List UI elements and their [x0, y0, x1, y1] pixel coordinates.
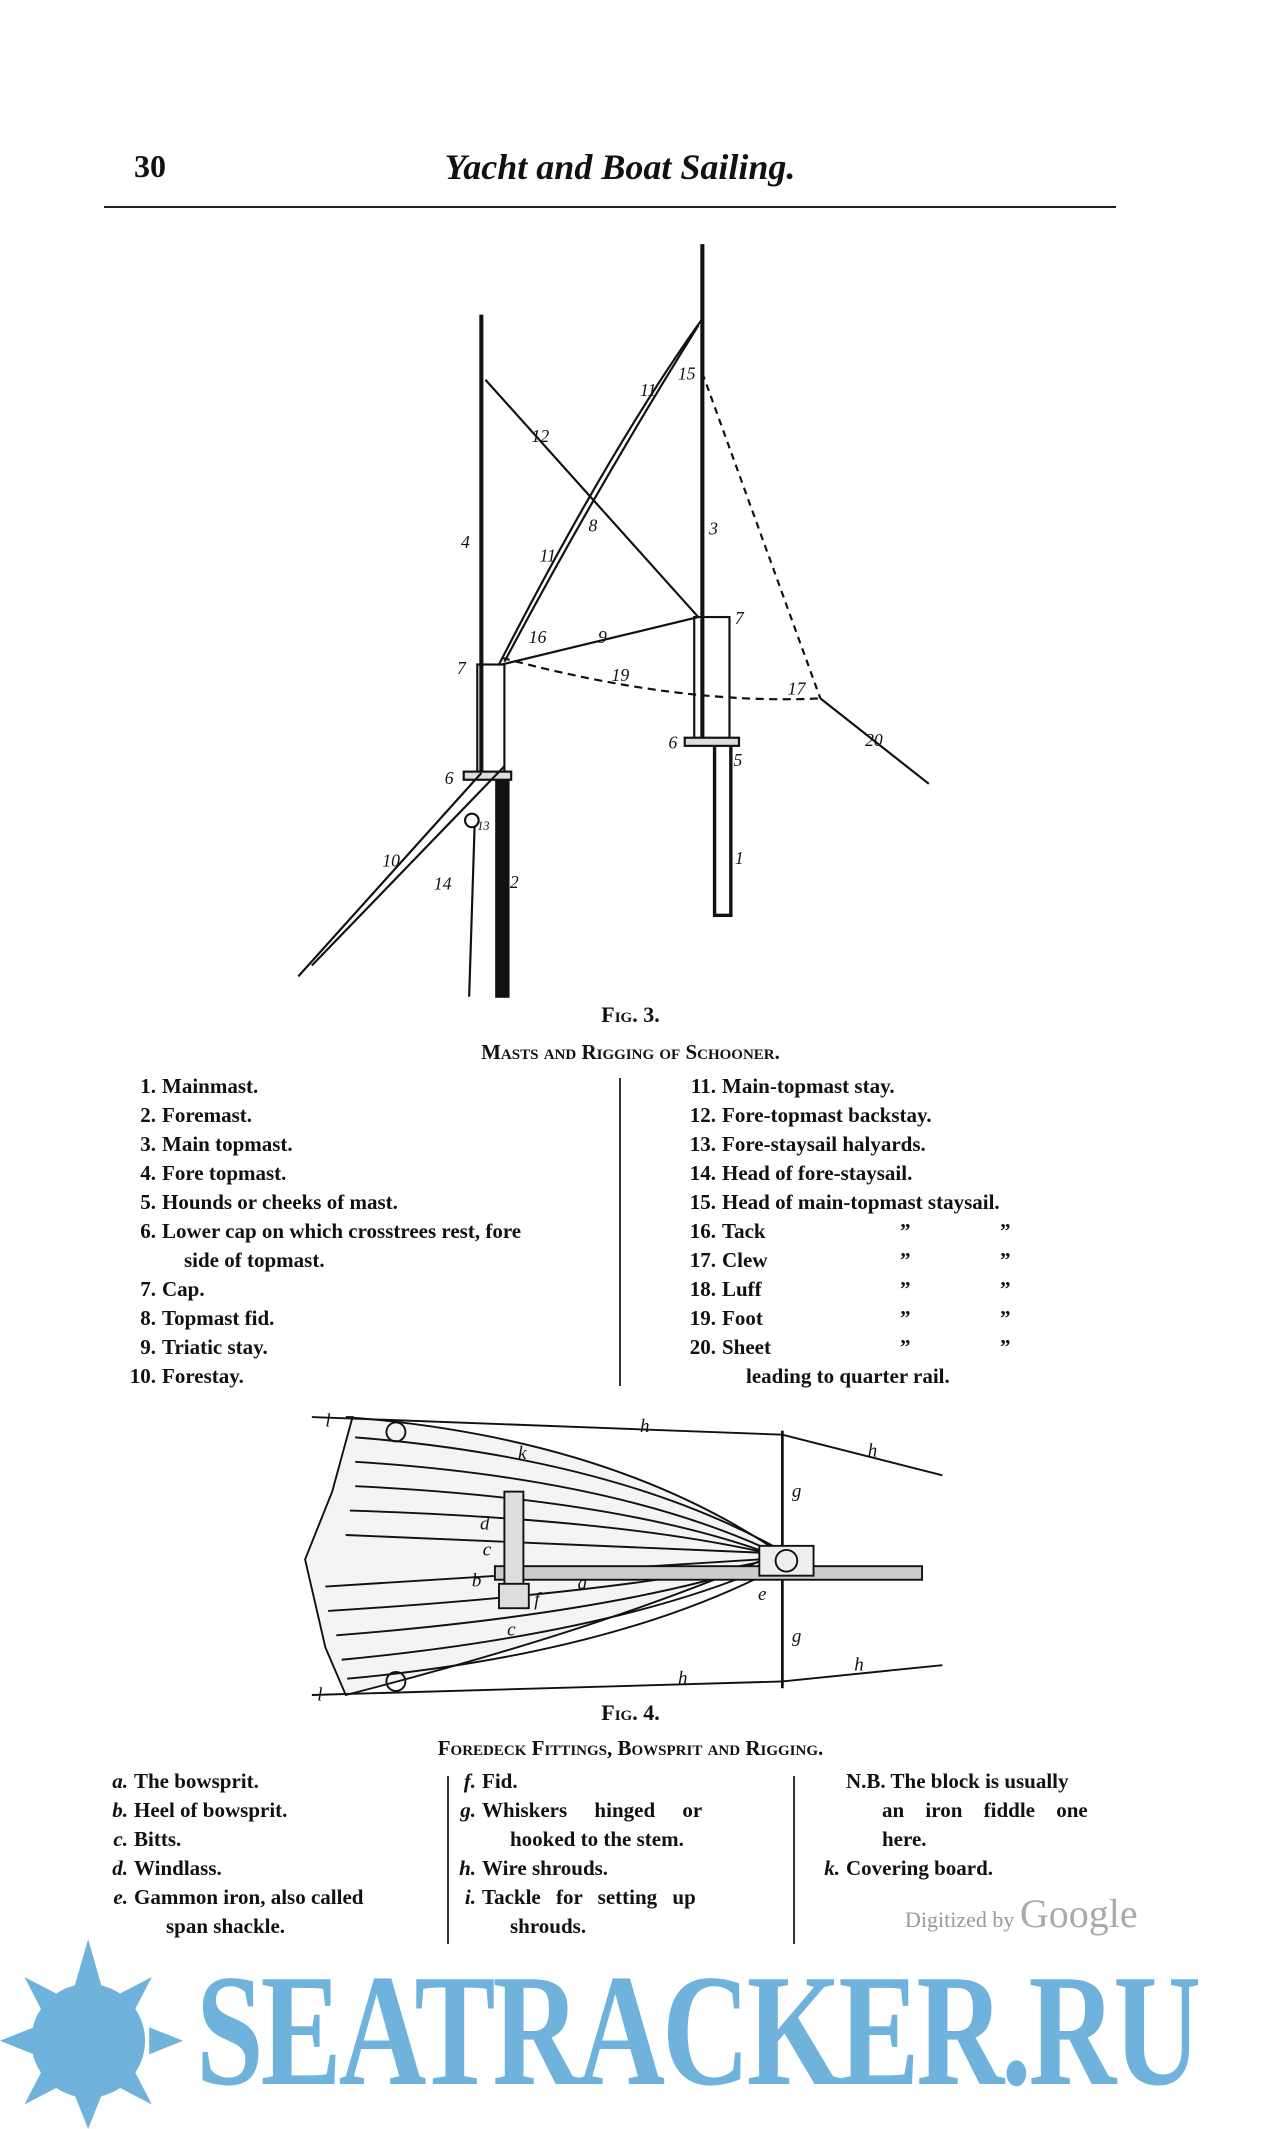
- legend-item: 6.Lower cap on which crosstrees rest, fo…: [140, 1219, 522, 1243]
- legend-item: span shackle.: [166, 1914, 286, 1938]
- legend-item: 16.Tack””: [689, 1219, 1011, 1243]
- fig3-mark: 7: [735, 608, 745, 628]
- fig3-legend-left: 1.Mainmast. 2.Foremast. 3.Main topmast. …: [116, 1072, 521, 1391]
- legend-item: an iron fiddle one: [882, 1798, 1088, 1822]
- legend-item: 4.Fore topmast.: [140, 1161, 287, 1185]
- legend-item: 17.Clew””: [689, 1248, 1011, 1272]
- fig4-legend-col2: f.Fid. g.Whiskers hinged or hooked to th…: [448, 1767, 702, 1941]
- column-divider: [447, 1776, 449, 1944]
- legend-item: hooked to the stem.: [510, 1827, 684, 1851]
- fig3-mark: 20: [865, 730, 883, 750]
- fig3-mark: 14: [434, 874, 452, 894]
- legend-item: side of topmast.: [184, 1248, 325, 1272]
- fig3-mark: 2: [510, 872, 519, 892]
- legend-item: 19.Foot””: [689, 1306, 1011, 1330]
- column-divider: [793, 1776, 795, 1944]
- fig3-mark: 11: [540, 545, 556, 565]
- page-number: 30: [134, 148, 166, 184]
- legend-item: 14.Head of fore-staysail.: [689, 1161, 913, 1185]
- legend-item: 7.Cap.: [140, 1277, 205, 1301]
- header-rule: [104, 206, 1116, 208]
- fig3-mark: 9: [598, 627, 607, 647]
- legend-item: d.Windlass.: [112, 1856, 222, 1880]
- fig4-mark: e: [758, 1584, 766, 1605]
- legend-item: 13.Fore-staysail halyards.: [689, 1132, 926, 1156]
- legend-item: 2.Foremast.: [140, 1103, 252, 1127]
- fig3-mark: 15: [678, 364, 696, 384]
- legend-item: 15.Head of main-topmast staysail.: [689, 1190, 1000, 1214]
- fig3-mark: 10: [382, 851, 400, 871]
- legend-item: i.Tackle for setting up: [464, 1885, 696, 1909]
- fig3-mark: 19: [612, 665, 630, 685]
- legend-item: 20.Sheet””: [689, 1335, 1011, 1359]
- legend-item: h.Wire shrouds.: [459, 1856, 609, 1880]
- fig4-mark: l: [317, 1684, 322, 1705]
- legend-item: 10.Forestay.: [129, 1364, 244, 1388]
- legend-item: 12.Fore-topmast backstay.: [689, 1103, 932, 1127]
- fig4-mark: l: [325, 1411, 330, 1432]
- legend-item: b.Heel of bowsprit.: [112, 1798, 288, 1822]
- fig3-mark: 8: [588, 516, 597, 536]
- legend-item: g.Whiskers hinged or: [460, 1798, 703, 1822]
- fig4-foredeck: [304, 1416, 943, 1697]
- fig3-legend-right: 11.Main-topmast stay. 12.Fore-topmast ba…: [676, 1072, 1096, 1391]
- fig3-mark: 7: [457, 658, 467, 678]
- fig4-mark: h: [640, 1416, 649, 1437]
- column-divider: [619, 1078, 621, 1386]
- legend-item: N.B. The block is usually: [846, 1769, 1069, 1793]
- fig3-marks: 11 15 12 4 8 11 3 16 9 7 7 19 17 20 6 5 …: [382, 364, 883, 894]
- fig4-legend-col1: a.The bowsprit. b.Heel of bowsprit. c.Bi…: [100, 1767, 363, 1941]
- fig4-mark: g: [792, 1626, 801, 1647]
- fig4-mark: h: [854, 1655, 863, 1676]
- fig3-mark: 3: [708, 518, 718, 538]
- legend-item: c.Bitts.: [113, 1827, 182, 1851]
- fig3-mark: 13: [477, 819, 489, 833]
- fig4-mark: f: [534, 1590, 542, 1611]
- legend-item: leading to quarter rail.: [746, 1364, 950, 1388]
- fig3-mark: 17: [788, 678, 807, 698]
- fig4-mark: h: [868, 1440, 877, 1461]
- fig4-marks: l h h k g d c b a f c e g l h h: [317, 1411, 877, 1706]
- fig4-caption: Foredeck Fittings, Bowsprit and Rigging.: [437, 1736, 824, 1760]
- fig4-mark: a: [578, 1573, 587, 1594]
- legend-item: here.: [882, 1827, 927, 1851]
- fig4-legend-col3: N.B. The block is usually an iron fiddle…: [812, 1767, 1088, 1883]
- fig3-mark: 4: [461, 532, 470, 552]
- legend-item: 18.Luff””: [689, 1277, 1011, 1301]
- watermark-text: SEATRACKER.RU: [196, 1941, 1201, 2119]
- fig4-mark: h: [678, 1668, 687, 1689]
- legend-item: 5.Hounds or cheeks of mast.: [140, 1190, 398, 1214]
- fig4-mark: c: [483, 1539, 492, 1560]
- legend-item: e.Gammon iron, also called: [113, 1885, 364, 1909]
- legend-item: f.Fid.: [463, 1769, 518, 1793]
- legend-item: 3.Main topmast.: [140, 1132, 293, 1156]
- legend-item: shrouds.: [510, 1914, 587, 1938]
- fig4-mark: d: [480, 1514, 490, 1535]
- fig3-caption: Masts and Rigging of Schooner.: [481, 1040, 780, 1064]
- fig4-label: Fig. 4.: [601, 1700, 660, 1725]
- fig3-schooner-masts: [297, 244, 930, 998]
- fig3-mark: 5: [734, 750, 743, 770]
- fig3-mark: 11: [640, 380, 656, 400]
- legend-item: 9.Triatic stay.: [140, 1335, 268, 1359]
- fig3-mark: 6: [668, 733, 677, 753]
- fig3-label: Fig. 3.: [601, 1002, 660, 1027]
- legend-item: 11.Main-topmast stay.: [690, 1074, 895, 1098]
- fig3-mark: 12: [532, 426, 550, 446]
- fig4-mark: c: [507, 1619, 516, 1640]
- running-title: Yacht and Boat Sailing.: [444, 147, 796, 187]
- fig4-mark: k: [518, 1443, 527, 1464]
- legend-item: a.The bowsprit.: [112, 1769, 259, 1793]
- fig4-mark: g: [792, 1481, 801, 1502]
- legend-item: 8.Topmast fid.: [140, 1306, 275, 1330]
- watermark-sun-icon: [0, 1939, 184, 2129]
- fig3-mark: 1: [735, 848, 744, 868]
- fig3-mark: 16: [529, 627, 547, 647]
- fig4-mark: b: [472, 1571, 481, 1592]
- fig3-mark: 6: [445, 768, 454, 788]
- legend-item: k.Covering board.: [824, 1856, 993, 1880]
- digitized-by-google: Digitized by Google: [905, 1891, 1138, 1936]
- legend-item: 1.Mainmast.: [140, 1074, 259, 1098]
